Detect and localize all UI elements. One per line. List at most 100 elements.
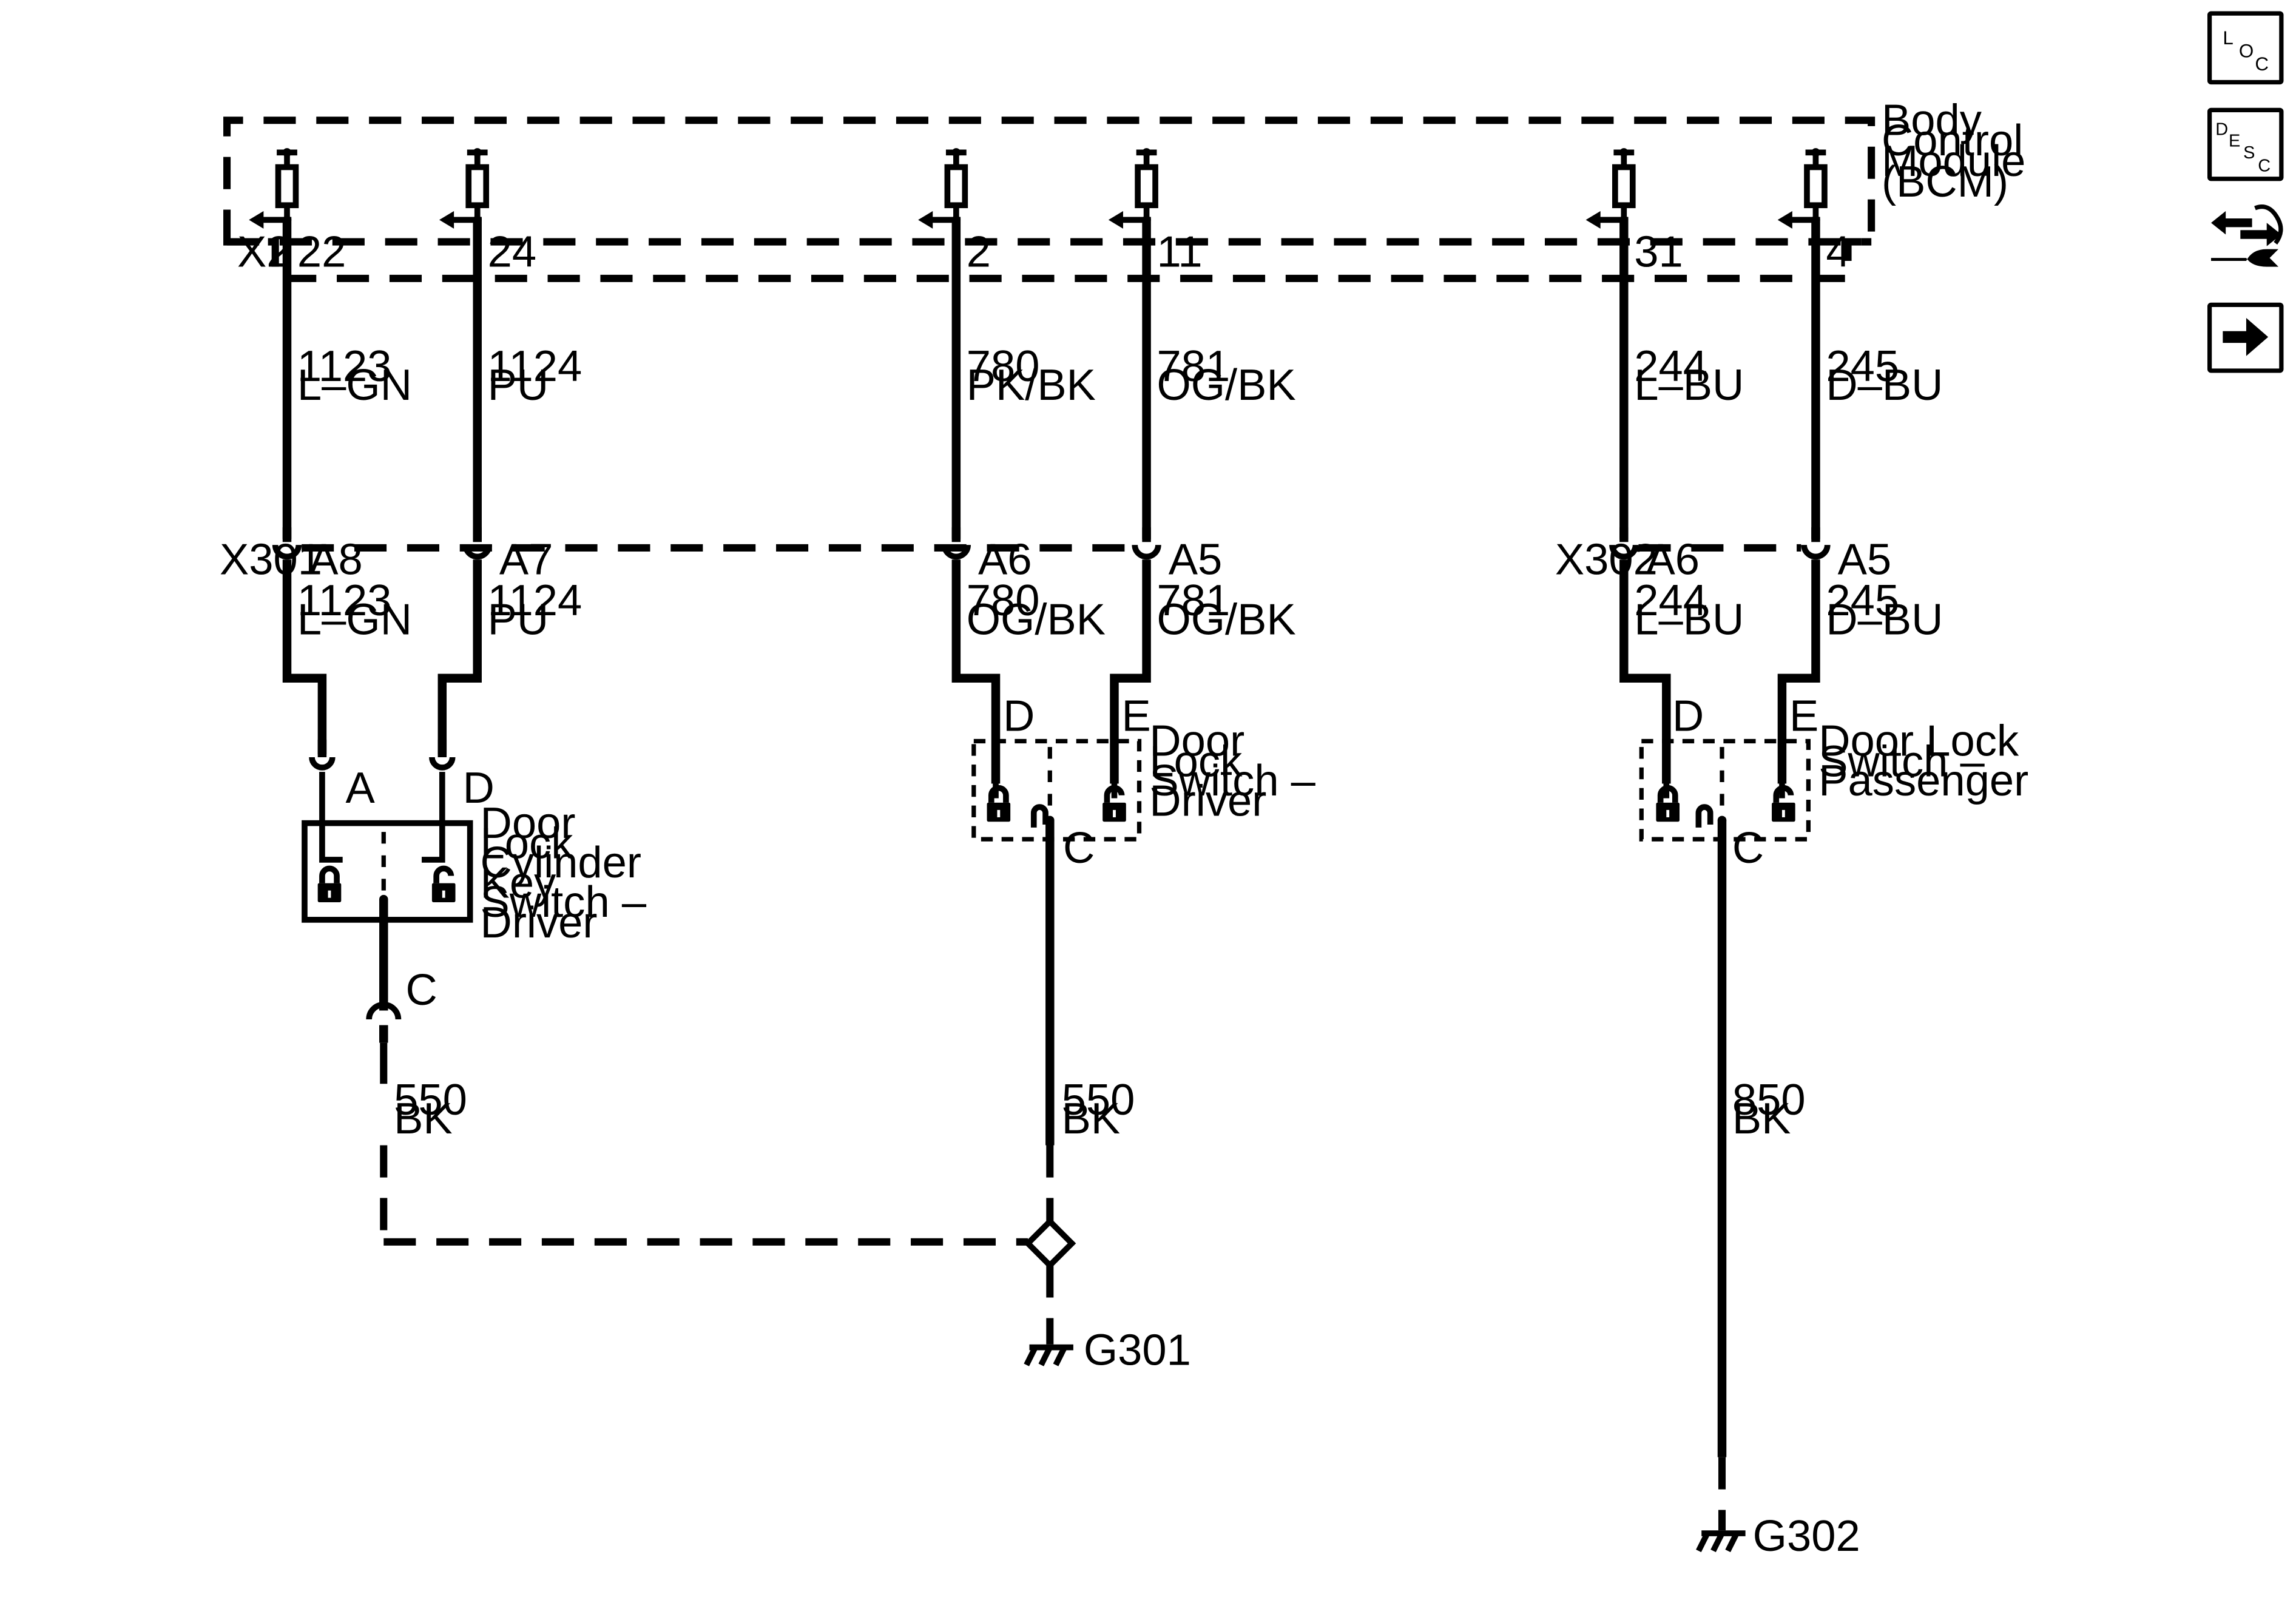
bcm-input-symbol [1777, 148, 1828, 229]
component-name-line: Key [481, 859, 557, 908]
component-pin-label: C [1063, 823, 1095, 873]
connector-wrench-icon[interactable] [2211, 204, 2283, 267]
component-pin-label: C [1732, 823, 1764, 873]
padlock-shackle [319, 865, 340, 883]
bcm-input-symbol [1585, 148, 1636, 229]
input-arrow-icon [918, 211, 933, 229]
door-lock-switch-driver: D E C Door Lock Switch – Driver [971, 692, 1316, 1146]
padlock-keyhole [1113, 809, 1116, 817]
module-name-line: Body [1882, 95, 1982, 144]
bcm-input-symbol [249, 148, 299, 229]
connector-name-label: X301 [220, 535, 322, 584]
body-control-module: Body Control Module (BCM) X2 22 24 2 11 … [223, 95, 2025, 282]
lower-wires: 1123 L–GN 1124 PU 780 OG/BK 781 OG/BK 24… [282, 559, 1943, 784]
pin-cup [1801, 544, 1831, 560]
wire-circuit-label: 550 [1062, 1075, 1135, 1124]
wire-color-label: OG/BK [1156, 595, 1295, 644]
pull-up-resistor-icon [1135, 164, 1158, 209]
padlock-shackle [433, 865, 454, 883]
module-pin-label: 24 [488, 228, 537, 277]
module-pin-label: 31 [1634, 228, 1683, 277]
component-pin-label: A [346, 763, 376, 812]
component-name-line: Door [1149, 717, 1244, 766]
bcm-input-symbol [1108, 148, 1158, 229]
inline-pin [1132, 527, 1161, 560]
pull-up-resistor-icon [1804, 164, 1828, 209]
component-name-line: Door [481, 798, 576, 848]
lock-icon [317, 865, 342, 902]
unlock-icon [431, 865, 456, 902]
wire-circuit-label: 244 [1634, 342, 1707, 391]
door-lock-switch-passenger: D E C Door Lock Switch – Passenger [1639, 692, 2028, 1457]
ground-g302: G302 [1696, 1511, 1860, 1561]
connector-pin-label: A5 [1169, 535, 1223, 584]
input-arrow-icon [1585, 211, 1601, 229]
input-arrow-icon [249, 211, 264, 229]
connector-pin-label: A8 [309, 535, 363, 584]
inline-pin [1609, 527, 1639, 560]
wire-circuit-label: 780 [967, 342, 1040, 391]
wire-circuit-label: 1124 [488, 342, 582, 391]
wire-color-label: BK [1062, 1094, 1121, 1143]
pin-cup [272, 544, 302, 560]
wire-circuit-label: 780 [967, 576, 1040, 625]
module-pin-label: 4 [1826, 228, 1850, 277]
module-pin-label: 11 [1156, 228, 1202, 277]
wire-color-label: L–GN [297, 360, 412, 410]
pin-terminal [473, 527, 482, 542]
pin-terminal [951, 527, 961, 542]
wire-circuit-label: 245 [1826, 342, 1899, 391]
wire-circuit-label: 781 [1156, 576, 1230, 625]
padlock-keyhole [442, 890, 445, 898]
next-arrow-icon [2223, 318, 2269, 356]
pull-up-resistor-icon [1612, 164, 1636, 209]
pin-cup [941, 544, 971, 560]
wire-circuit-label: 850 [1732, 1075, 1806, 1124]
desc-letter: D [2215, 120, 2228, 139]
bcm-input-symbol [918, 148, 968, 229]
desc-button[interactable]: D E S C [2207, 107, 2284, 181]
component-name-line: Driver [481, 898, 598, 947]
component-name-line: Door Lock [1818, 717, 2019, 766]
module-name-line: Control [1882, 116, 2023, 165]
component-name-line: Switch – [481, 877, 647, 927]
pin-cup [1609, 544, 1639, 560]
connector-name-label: X302 [1555, 535, 1658, 584]
wire-color-label: OG/BK [1156, 360, 1295, 410]
wire-circuit-label: 1124 [488, 576, 582, 625]
wire-circuit-label: 781 [1156, 342, 1230, 391]
wire-color-label: L–GN [297, 595, 412, 644]
desc-letter: C [2258, 157, 2271, 176]
padlock-keyhole [1781, 809, 1785, 817]
padlock-keyhole [997, 809, 1001, 817]
module-pin-label: 2 [967, 228, 991, 277]
loc-button[interactable]: L O C [2207, 11, 2284, 85]
component-pin-label: D [463, 763, 495, 812]
next-arrow-button[interactable] [2207, 302, 2284, 373]
component-pin-label: D [1003, 692, 1035, 741]
component-name-line: Passenger [1818, 756, 2028, 805]
module-pin-label: 22 [297, 228, 346, 277]
input-arrow-icon [1777, 211, 1792, 229]
ground-label: G302 [1753, 1511, 1860, 1561]
wire-circuit-label: 244 [1634, 576, 1707, 625]
padlock-keyhole [1666, 809, 1670, 817]
wire-color-label: PU [488, 595, 549, 644]
wire-color-label: D–BU [1826, 360, 1943, 410]
wire-circuit-label: 1123 [297, 576, 392, 625]
pin-terminal [1619, 527, 1629, 542]
component-name-line: Switch – [1149, 756, 1315, 805]
padlock-keyhole [328, 890, 331, 898]
bcm-input-circuits [249, 148, 1828, 229]
wire-color-label: PU [488, 360, 549, 410]
module-connector-label: X2 [237, 228, 291, 277]
component-name-line: Lock [1149, 737, 1243, 786]
component-pin-label: D [1672, 692, 1704, 741]
pin-cup [1132, 544, 1161, 560]
loc-letter: O [2239, 40, 2254, 61]
desc-letter: E [2229, 132, 2240, 151]
pull-up-resistor-icon [944, 164, 968, 209]
component-name-line: Driver [1149, 777, 1266, 826]
loc-letter: C [2255, 53, 2269, 75]
